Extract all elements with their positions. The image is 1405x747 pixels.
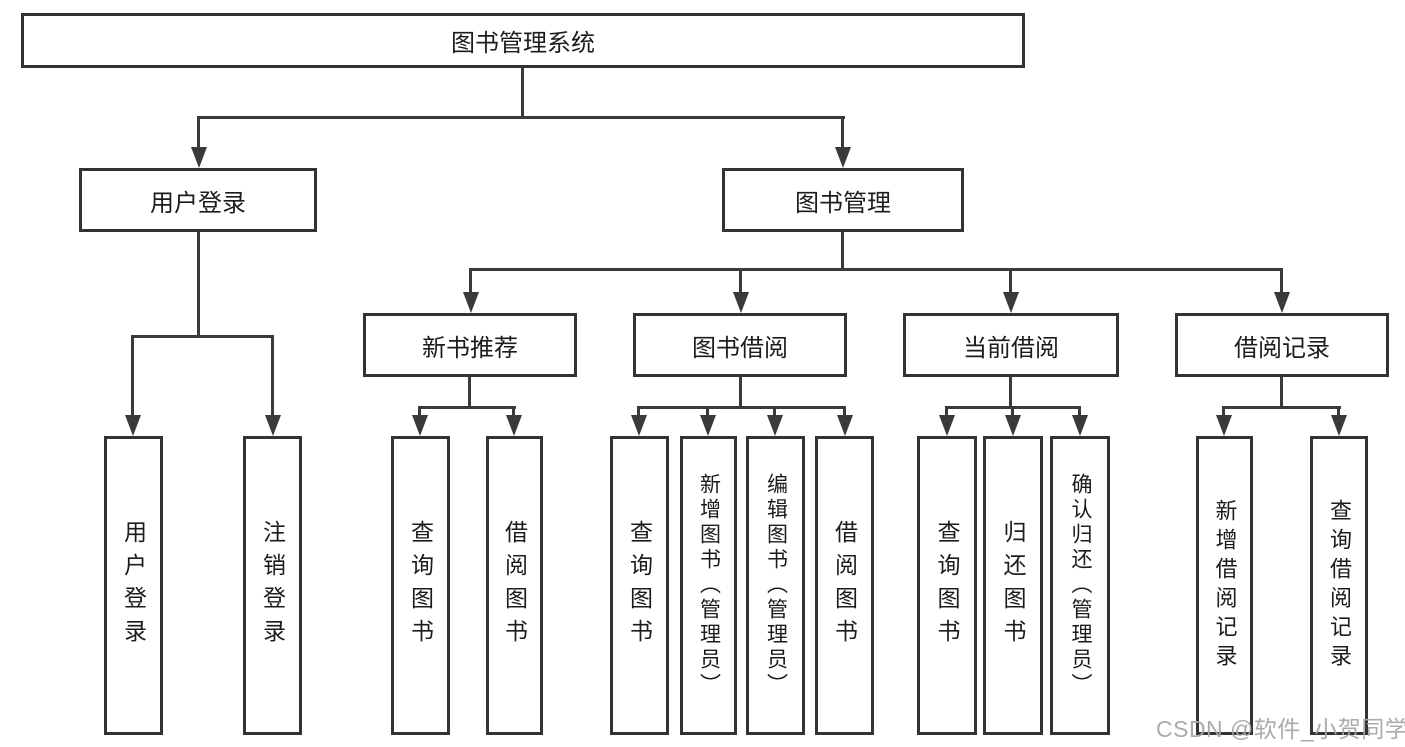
leaf-label: 编辑图书（管理员）	[764, 473, 788, 698]
connector-arrow-stem	[1337, 406, 1340, 417]
arrow-down-icon	[700, 415, 716, 436]
node-library-management-system: 图书管理系统	[21, 13, 1025, 68]
arrow-down-icon	[265, 415, 281, 436]
node-query-books-borrow: 查询图书	[610, 436, 669, 735]
leaf-label: 查询图书	[626, 519, 653, 652]
connector-arrow-stem	[1011, 406, 1014, 417]
arrow-down-icon	[1003, 292, 1019, 313]
connector-arrow-stem	[197, 116, 200, 148]
arrow-down-icon	[1331, 415, 1347, 436]
connector-group-stem	[1280, 377, 1283, 408]
arrow-down-icon	[191, 147, 207, 168]
connector-arrow-stem	[271, 335, 274, 416]
node-book-borrowing: 图书借阅	[633, 313, 847, 377]
leaf-label: 用户登录	[120, 519, 147, 652]
leaf-label: 查询图书	[407, 519, 434, 652]
arrow-down-icon	[939, 415, 955, 436]
node-current-borrowing: 当前借阅	[903, 313, 1119, 377]
arrow-down-icon	[412, 415, 428, 436]
leaf-label: 新增借阅记录	[1212, 498, 1238, 673]
connector-arrow-stem	[469, 268, 472, 293]
connector-group-stem	[739, 377, 742, 408]
arrow-down-icon	[463, 292, 479, 313]
node-confirm-return-admin: 确认归还（管理员）	[1050, 436, 1110, 735]
connector-arrow-stem	[131, 335, 134, 416]
node-query-books-current: 查询图书	[917, 436, 977, 735]
connector-arrow-stem	[945, 406, 948, 417]
leaf-label: 归还图书	[1000, 519, 1026, 652]
connector-arrow-stem	[1222, 406, 1225, 417]
connector-arrow-stem	[1280, 268, 1283, 293]
arrow-down-icon	[837, 415, 853, 436]
arrow-down-icon	[631, 415, 647, 436]
leaf-label: 借阅图书	[831, 519, 858, 652]
node-user-login: 用户登录	[79, 168, 317, 232]
node-add-book-admin: 新增图书（管理员）	[680, 436, 737, 735]
arrow-down-icon	[1005, 415, 1021, 436]
node-query-books-recommend: 查询图书	[391, 436, 450, 735]
connector-arrow-stem	[843, 406, 846, 417]
leaf-label: 新增图书（管理员）	[697, 473, 721, 698]
csdn-watermark: CSDN @软件_小贺同学	[1156, 716, 1405, 742]
arrow-down-icon	[506, 415, 522, 436]
connector-arrow-stem	[1009, 268, 1012, 293]
connector-root-stem	[521, 68, 524, 118]
connector-arrow-stem	[418, 406, 421, 417]
arrow-down-icon	[1274, 292, 1290, 313]
node-user-login-action: 用户登录	[104, 436, 163, 735]
leaf-label: 确认归还（管理员）	[1069, 473, 1092, 698]
node-new-book-recommend: 新书推荐	[363, 313, 577, 377]
leaf-label: 查询图书	[934, 519, 960, 652]
node-logout: 注销登录	[243, 436, 302, 735]
connector-user-login-bar	[131, 335, 274, 338]
connector-group-bar	[418, 406, 516, 409]
connector-arrow-stem	[512, 406, 515, 417]
connector-arrow-stem	[706, 406, 709, 417]
arrow-down-icon	[733, 292, 749, 313]
node-query-borrow-record: 查询借阅记录	[1310, 436, 1368, 735]
connector-arrow-stem	[841, 116, 844, 148]
connector-arrow-stem	[739, 268, 742, 293]
arrow-down-icon	[1072, 415, 1088, 436]
arrow-down-icon	[835, 147, 851, 168]
node-borrow-books-recommend: 借阅图书	[486, 436, 543, 735]
connector-user-login-stem	[197, 232, 200, 337]
node-edit-book-admin: 编辑图书（管理员）	[746, 436, 805, 735]
connector-group-stem	[1009, 377, 1012, 408]
connector-group-bar	[1222, 406, 1341, 409]
leaf-label: 注销登录	[259, 519, 286, 652]
connector-level2-bar	[197, 116, 845, 119]
connector-arrow-stem	[773, 406, 776, 417]
connector-arrow-stem	[637, 406, 640, 417]
connector-book-management-stem	[841, 232, 844, 270]
connector-level3-bar	[469, 268, 1283, 271]
arrow-down-icon	[767, 415, 783, 436]
connector-arrow-stem	[1078, 406, 1081, 417]
arrow-down-icon	[125, 415, 141, 436]
node-book-management: 图书管理	[722, 168, 964, 232]
node-return-books: 归还图书	[983, 436, 1043, 735]
connector-group-stem	[468, 377, 471, 408]
leaf-label: 查询借阅记录	[1327, 498, 1352, 673]
connector-group-bar	[637, 406, 846, 409]
node-add-borrow-record: 新增借阅记录	[1196, 436, 1253, 735]
node-borrow-books: 借阅图书	[815, 436, 874, 735]
arrow-down-icon	[1216, 415, 1232, 436]
leaf-label: 借阅图书	[501, 519, 528, 652]
node-borrowing-records: 借阅记录	[1175, 313, 1389, 377]
